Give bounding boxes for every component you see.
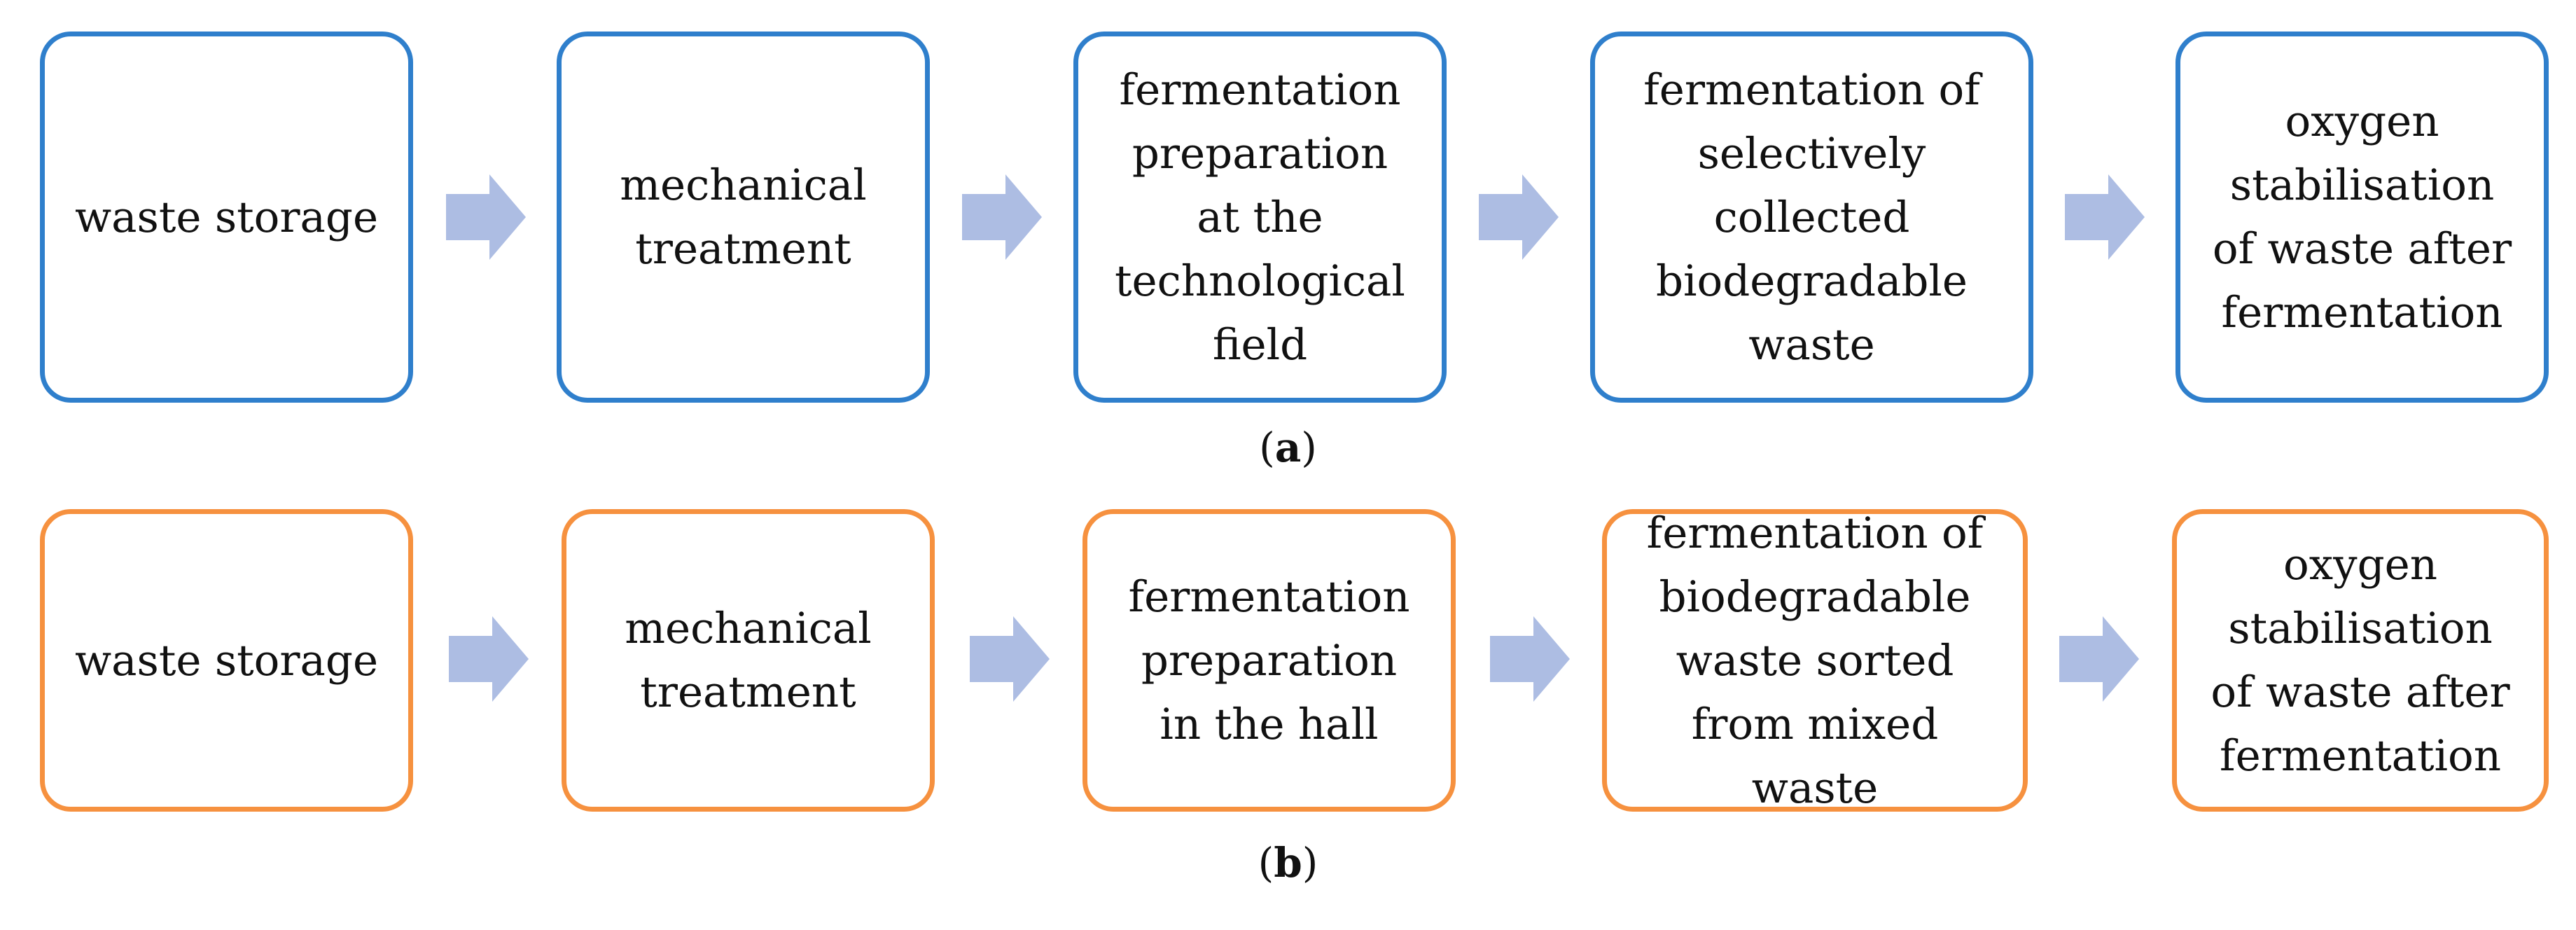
step-a1-box: waste storage — [40, 32, 413, 403]
step-b2-box: mechanical treatment — [562, 509, 935, 812]
step-a4-box: fermentation of selectively collected bi… — [1590, 32, 2033, 403]
caption-a-open: ( — [1259, 424, 1275, 471]
step-b2-label: mechanical treatment — [625, 604, 872, 717]
right-arrow-icon — [970, 616, 1050, 702]
step-b1-label: waste storage — [74, 635, 379, 686]
caption-b-open: ( — [1258, 839, 1274, 887]
step-a3-label: fermentation preparation at the technolo… — [1115, 64, 1405, 370]
step-a2-box: mechanical treatment — [557, 32, 930, 403]
right-arrow-icon — [1490, 616, 1570, 702]
step-b3-box: fermentation preparation in the hall — [1082, 509, 1456, 812]
step-a3-box: fermentation preparation at the technolo… — [1073, 32, 1447, 403]
step-a4-label: fermentation of selectively collected bi… — [1643, 64, 1980, 370]
right-arrow-icon — [2065, 174, 2145, 260]
right-arrow-icon — [962, 174, 1042, 260]
caption-a-label: a — [1274, 424, 1302, 471]
caption-b: (b) — [0, 839, 2576, 887]
step-b5-box: oxygen stabilisation of waste after ferm… — [2172, 509, 2549, 812]
step-b5-label: oxygen stabilisation of waste after ferm… — [2211, 540, 2510, 781]
step-b1-box: waste storage — [40, 509, 413, 812]
step-b3-label: fermentation preparation in the hall — [1128, 571, 1410, 749]
step-a5-box: oxygen stabilisation of waste after ferm… — [2175, 32, 2549, 403]
right-arrow-icon — [449, 616, 529, 702]
caption-a-close: ) — [1301, 424, 1317, 471]
right-arrow-icon — [2059, 616, 2139, 702]
step-b4-label: fermentation of biodegradable waste sort… — [1646, 508, 1984, 813]
right-arrow-icon — [1479, 174, 1559, 260]
step-a1-label: waste storage — [74, 192, 379, 242]
caption-b-close: ) — [1302, 839, 1318, 887]
caption-b-label: b — [1274, 839, 1302, 887]
step-a2-label: mechanical treatment — [620, 160, 867, 274]
step-a5-label: oxygen stabilisation of waste after ferm… — [2212, 97, 2512, 338]
right-arrow-icon — [446, 174, 526, 260]
caption-a: (a) — [0, 424, 2576, 471]
step-b4-box: fermentation of biodegradable waste sort… — [1602, 508, 2028, 813]
